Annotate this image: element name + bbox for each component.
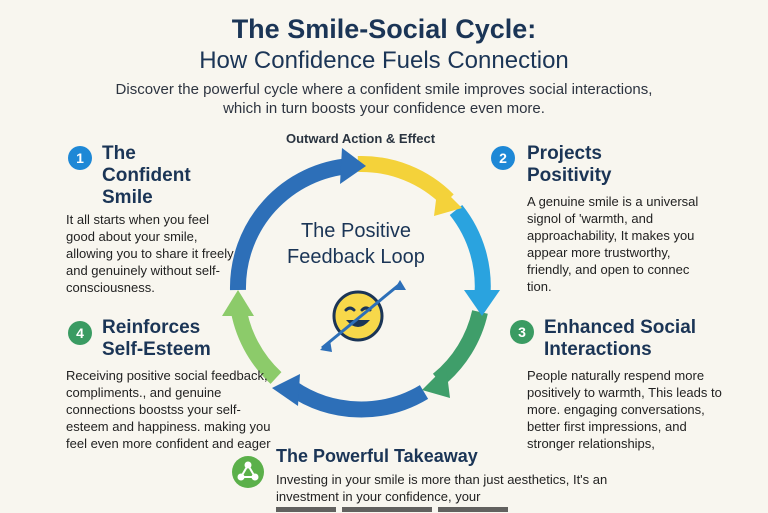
arrowhead-top-icon	[434, 184, 462, 216]
cycle-arc-top	[357, 155, 454, 206]
step-2-title: Projects Positivity	[527, 143, 612, 186]
cycle-ring-diagram	[222, 148, 500, 418]
arrowhead-right-icon	[464, 290, 500, 316]
step-1-title: The Confident Smile	[102, 143, 191, 208]
cycle-arc-right	[449, 205, 491, 301]
arrowhead-top-left-icon	[340, 148, 366, 184]
step-3-title: Enhanced Social Interactions	[544, 317, 697, 360]
step-4-body: Receiving positive social feedback, comp…	[66, 368, 271, 451]
step-2-body: A genuine smile is a universal signol of…	[527, 194, 699, 294]
step-1-body: It all starts when you feel good about y…	[66, 212, 234, 295]
takeaway-body: Investing in your smile is more than jus…	[276, 472, 608, 504]
step-2-badge: 2	[491, 146, 515, 170]
smiley-face-icon	[320, 280, 406, 352]
network-nodes-icon	[232, 456, 264, 488]
arrowhead-bottom-right-icon	[422, 366, 450, 398]
cycle-arc-bottom	[287, 381, 429, 418]
step-4-badge: 4	[68, 321, 92, 345]
page-subtitle: How Confidence Fuels Connection	[199, 47, 569, 74]
intro-text: Discover the powerful cycle where a conf…	[115, 81, 653, 117]
takeaway-title: The Powerful Takeaway	[276, 446, 478, 466]
step-3-body: People naturally respend more positively…	[527, 368, 722, 451]
cycle-arc-top-left	[229, 158, 351, 291]
step-1-badge: 1	[68, 146, 92, 170]
cycle-center-label: The Positive Feedback Loop	[287, 220, 425, 268]
cycle-top-label: Outward Action & Effect	[286, 131, 436, 146]
page-title: The Smile-Social Cycle:	[231, 14, 537, 44]
arrowhead-left-icon	[222, 290, 254, 316]
step-4-title: Reinforces Self-Esteem	[102, 317, 211, 360]
cut-off-text-line	[276, 507, 508, 512]
step-3-badge: 3	[510, 320, 534, 344]
arrowhead-bottom-icon	[272, 374, 300, 406]
